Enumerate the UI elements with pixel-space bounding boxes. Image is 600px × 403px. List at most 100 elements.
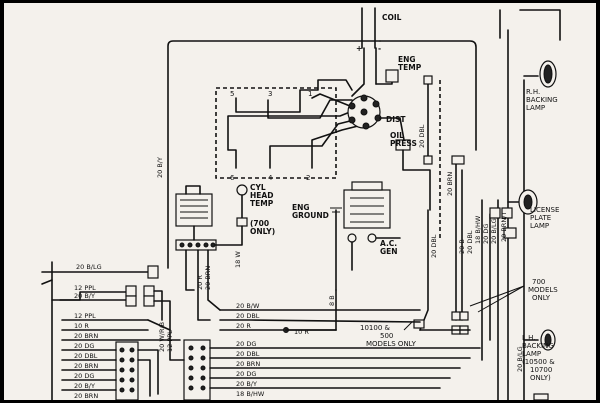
wire-20by-loop <box>167 40 381 269</box>
plug-wire-4 <box>269 119 355 169</box>
label-10100-3: MODELS ONLY <box>366 340 417 348</box>
wire-label-20brn-h: 20 BRN <box>74 332 98 340</box>
wire-label-20r: 20 R <box>196 275 204 290</box>
wire-label-10r: 10 R <box>74 322 89 330</box>
label-700only-1: (700 <box>250 219 269 228</box>
arrow-700-1 <box>469 285 525 307</box>
wire-label-10r-h: 10 R <box>294 328 309 336</box>
label-license-1: LICENSE <box>530 206 559 214</box>
wire-label-l-by: 20 B/Y <box>74 382 95 390</box>
wire-label-20blg-h: 20 B/LG <box>76 263 102 271</box>
wire-label-r-brn: 20 BRN <box>236 360 260 368</box>
label-oil-press-1: OIL <box>390 131 404 140</box>
wire-18w <box>215 225 243 246</box>
label-lh-3: LAMP <box>522 350 541 358</box>
wire-label-20dbl: 20 DBL <box>418 124 426 148</box>
plug-wire-3 <box>267 99 353 119</box>
connector-rcluster-1 <box>489 207 501 219</box>
regulator-bracket <box>185 185 201 195</box>
cyl-head-temp-sender <box>236 184 248 196</box>
wire-label-12ppl: 12 PPL <box>166 330 174 352</box>
wire-label-r-dg: 20 DG <box>236 340 256 348</box>
wire-label-12ppl-h: 12 PPL <box>74 284 96 292</box>
wire-label-r-dg2: 20 DG <box>236 370 256 378</box>
label-700models-3: ONLY <box>532 294 551 302</box>
wire-label-20dbl-3: 20 DBL <box>466 230 474 254</box>
label-cht-3: TEMP <box>250 199 274 208</box>
ground-symbol <box>330 207 342 213</box>
engine-block-outline <box>215 87 337 179</box>
connector-block-left <box>115 341 139 400</box>
label-lh-1: L.H. <box>522 334 536 342</box>
wire-label-l-dg2: 20 DG <box>74 372 94 380</box>
wire-12ppl-v <box>153 290 163 321</box>
eng-temp-sender <box>385 69 399 83</box>
wire-20dbl-h <box>219 319 421 323</box>
wire-label-8b: 8 B <box>328 295 336 306</box>
plug-num-2: 2 <box>306 174 310 182</box>
label-10100-2: 500 <box>380 332 393 340</box>
label-oil-press-2: PRESS <box>390 139 417 148</box>
wiring-diagram-sheet: COIL + - ENG TEMP DIST OIL PRESS CYL HEA… <box>4 3 596 400</box>
wire-center-in <box>169 329 185 361</box>
label-coil-minus: - <box>378 44 381 53</box>
wire-20blg-v2 <box>153 300 171 331</box>
connector-rcluster-3 <box>503 227 517 239</box>
label-rh-3: LAMP <box>526 104 545 112</box>
label-700only-2: ONLY) <box>250 227 275 236</box>
connector-cht <box>236 217 248 227</box>
label-coil-plus: + <box>356 44 362 53</box>
wire-label-18bhw: 18 B/HW <box>474 215 482 244</box>
plug-num-5: 5 <box>230 90 234 98</box>
wire-top-right-2 <box>519 9 561 41</box>
wire-top-right <box>379 40 477 151</box>
wire-label-r-dbl: 20 DBL <box>236 350 260 358</box>
plug-num-3: 3 <box>268 90 272 98</box>
wire-label-r-by: 20 B/Y <box>236 380 257 388</box>
wire-label-20dbl-2: 20 DBL <box>430 234 438 258</box>
plug-wire-5 <box>235 79 353 113</box>
wire-label-20b: 20 B <box>458 239 466 254</box>
connector-brn <box>451 155 465 165</box>
wire-label-18w: 18 W <box>234 251 242 268</box>
plug-num-4: 4 <box>268 174 273 182</box>
label-cht-2: HEAD <box>250 191 273 200</box>
wire-label-20blg-2: 20 B/LG <box>516 346 524 372</box>
wire-cross <box>147 319 171 331</box>
wire-label-20wrb: 20 W/R/B <box>158 322 166 352</box>
wire-label-l-brn: 20 BRN <box>74 362 98 370</box>
plug-num-1: 1 <box>308 90 312 98</box>
connector-eng-temp <box>423 75 433 85</box>
label-coil: COIL <box>382 13 402 22</box>
wires-center-block-out <box>209 347 481 389</box>
label-eng-temp-2: TEMP <box>398 63 422 72</box>
plug-num-6: 6 <box>230 174 235 182</box>
label-700models-1: 700 <box>532 278 545 286</box>
connector-rcluster-2 <box>501 207 513 219</box>
wire-label-r-bhw: 18 B/HW <box>236 390 265 398</box>
plug-wire-6 <box>227 111 351 169</box>
wire-label-20dbl-h: 20 DBL <box>236 312 260 320</box>
label-ac-gen-2: GEN <box>380 247 398 256</box>
label-dist: DIST <box>386 115 406 124</box>
wire-label-12ppl-h2: 12 PPL <box>74 312 96 320</box>
arrow-10100 <box>403 321 413 331</box>
label-eng-ground-1: ENG <box>292 203 310 212</box>
reg-wire-1 <box>185 249 195 291</box>
reg-wire-2 <box>197 249 211 321</box>
label-license-2: PLATE <box>530 214 551 222</box>
connector-oil <box>423 155 433 165</box>
wire-coil-dist <box>351 47 365 97</box>
connector-20blg <box>147 265 159 279</box>
label-eng-temp-1: ENG <box>398 55 416 64</box>
wire-label-20brn-2: 20 BRN <box>204 266 212 290</box>
label-lh-2: BACKING <box>522 342 554 350</box>
wire-label-20r-h: 20 R <box>236 322 251 330</box>
label-10100-1: 10100 & <box>360 324 390 332</box>
label-rh-2: BACKING <box>526 96 558 104</box>
wire-label-20blg: 20 B/LG <box>490 218 498 244</box>
wire-oil-press <box>379 117 405 141</box>
label-lh-6: ONLY) <box>530 374 551 382</box>
wire-label-l-brn2: 20 BRN <box>74 392 98 400</box>
